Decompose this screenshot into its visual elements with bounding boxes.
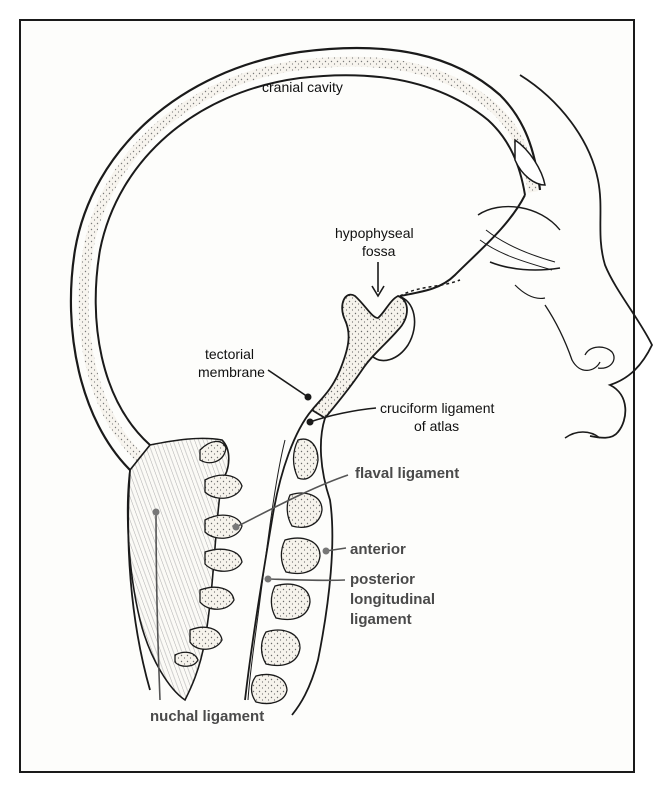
posterior-leader xyxy=(268,579,345,580)
label-ligament: ligament xyxy=(350,611,412,628)
label-tectorial-line2: membrane xyxy=(198,364,265,380)
label-hypophyseal-line2: fossa xyxy=(362,243,396,259)
label-cruciform-line2: of atlas xyxy=(414,418,459,434)
tectorial-marker xyxy=(305,394,312,401)
label-cranial-cavity: cranial cavity xyxy=(262,79,343,95)
nuchal-region xyxy=(128,438,242,700)
face-profile xyxy=(478,75,652,438)
label-hypophyseal-line1: hypophyseal xyxy=(335,225,414,241)
tectorial-leader xyxy=(268,370,308,397)
label-longitudinal: longitudinal xyxy=(350,591,435,608)
label-nuchal-ligament: nuchal ligament xyxy=(150,708,264,725)
label-tectorial-line1: tectorial xyxy=(205,346,254,362)
anterior-marker xyxy=(323,548,330,555)
flaval-marker xyxy=(233,524,240,531)
label-posterior: posterior xyxy=(350,571,415,588)
posterior-marker xyxy=(265,576,272,583)
label-flaval-ligament: flaval ligament xyxy=(355,465,459,482)
cruciform-marker xyxy=(307,419,314,426)
nuchal-marker xyxy=(153,509,160,516)
vertebral-column xyxy=(245,410,332,715)
label-cruciform-line1: cruciform ligament xyxy=(380,400,494,416)
label-anterior: anterior xyxy=(350,541,406,558)
